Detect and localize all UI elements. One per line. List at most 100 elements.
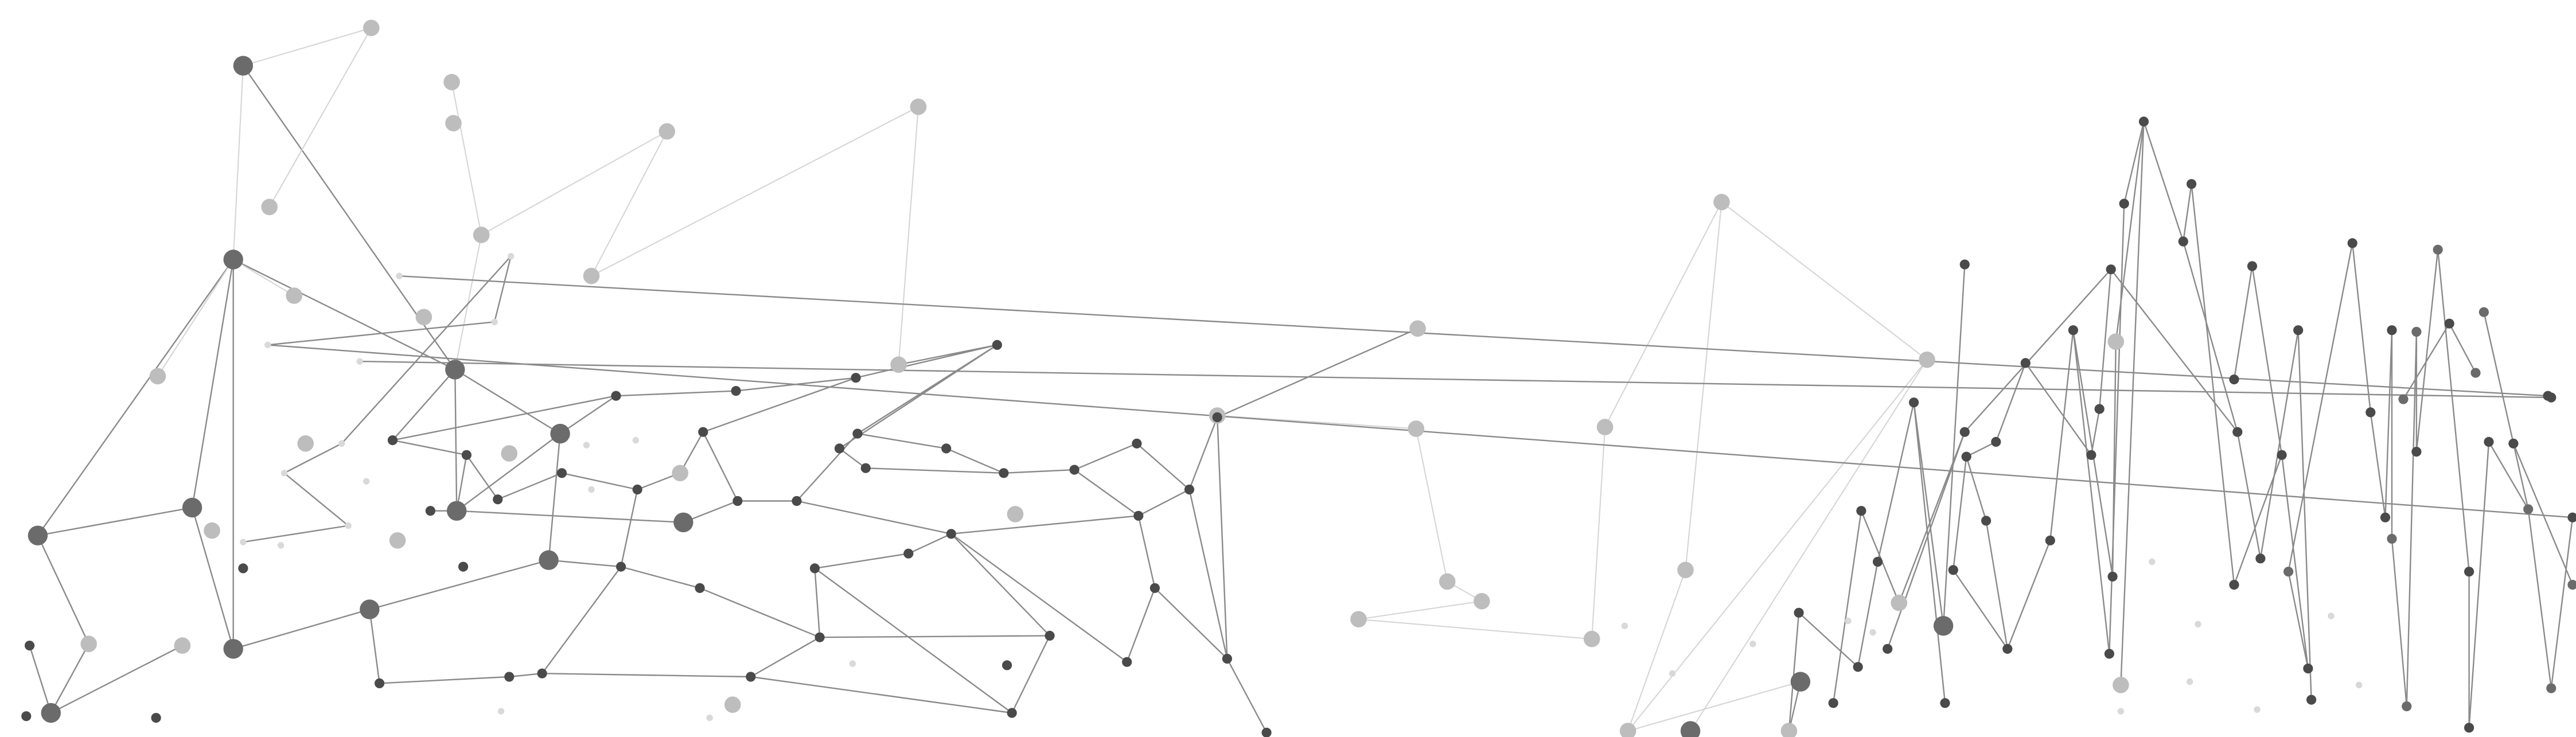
network-node [497,708,505,715]
network-edge [2115,121,2145,342]
network-node [632,484,642,495]
network-edge [1604,201,1722,428]
network-node [2178,236,2188,247]
network-node [539,550,559,570]
network-node [2398,394,2409,404]
network-edge [2006,540,2051,649]
network-edge [699,587,820,638]
network-node [2104,649,2114,659]
network-edge [2072,330,2110,654]
network-node [2380,512,2391,522]
network-edge [283,443,342,474]
network-edge [620,489,638,567]
network-node [25,641,35,651]
network-edge [2352,243,2371,413]
network-node [1948,565,1958,575]
network-node [1132,438,1142,449]
network-edge [1964,268,2112,433]
network-edge [233,259,295,297]
network-edge [2143,121,2184,242]
network-node [415,309,432,326]
network-edge [855,344,997,379]
network-node [2567,512,2576,522]
network-edge [1126,587,1156,662]
network-node [992,340,1002,350]
network-edge [702,431,738,502]
network-node [1991,436,2001,447]
network-edge [509,673,543,678]
network-node [2387,533,2397,544]
network-node [583,442,590,449]
network-node [1780,723,1798,737]
network-node [1873,556,1883,567]
network-edge [360,360,2551,399]
network-node [1621,622,1628,629]
network-node [903,548,914,559]
network-node [238,563,248,574]
network-edge [2120,121,2145,685]
network-node [1596,419,1614,435]
network-node [792,496,802,506]
network-node [1961,451,1971,462]
network-node [280,470,288,477]
network-node [731,386,741,396]
network-node [910,98,927,115]
network-edge [369,559,549,610]
network-node [501,445,518,462]
network-edge [2391,539,2407,707]
network-node [1680,721,1701,737]
network-edge [1966,456,1987,521]
network-node [1828,698,1838,708]
network-node [556,468,567,478]
network-node [658,123,676,140]
network-edge [898,107,919,365]
network-node [1133,510,1144,521]
network-node [999,468,1009,478]
network-node [2356,681,2363,689]
network-edge [1415,428,1448,582]
network-edge [839,344,998,449]
network-node [338,440,345,447]
network-edge [268,28,372,208]
network-node [834,443,845,454]
network-edge [2110,268,2238,432]
network-edge [1003,469,1075,474]
network-edge [548,559,621,568]
network-edge [2236,431,2262,559]
network-edge [2449,323,2477,373]
network-node [2254,706,2261,713]
network-edge [2183,184,2192,242]
network-edge [2402,323,2450,400]
network-edge [2049,330,2074,541]
network-node [80,635,97,652]
network-node [1045,630,1055,641]
network-node [363,478,370,485]
network-edge [1591,427,1606,639]
network-node [946,529,956,539]
network-edge [493,256,512,322]
network-node [1184,484,1195,495]
network-edge [1627,359,1928,732]
network-node [2255,553,2266,564]
network-edge [454,369,561,435]
network-edge [1898,431,1966,603]
network-edge [621,566,700,589]
network-edge [1887,431,1966,649]
network-node [1853,662,1863,672]
network-edge [451,82,482,235]
network-node [2086,450,2096,460]
network-node [815,632,825,642]
network-node [2020,358,2031,368]
network-node [941,443,952,454]
network-node [1909,397,1919,408]
network-edge [233,609,370,650]
network-edge [243,27,372,67]
network-edge [1188,417,1218,490]
network-node [21,711,32,722]
network-node [746,672,756,682]
network-node [2464,723,2474,733]
network-edge [2527,509,2552,689]
network-edge [369,609,380,684]
network-edge [232,65,244,260]
